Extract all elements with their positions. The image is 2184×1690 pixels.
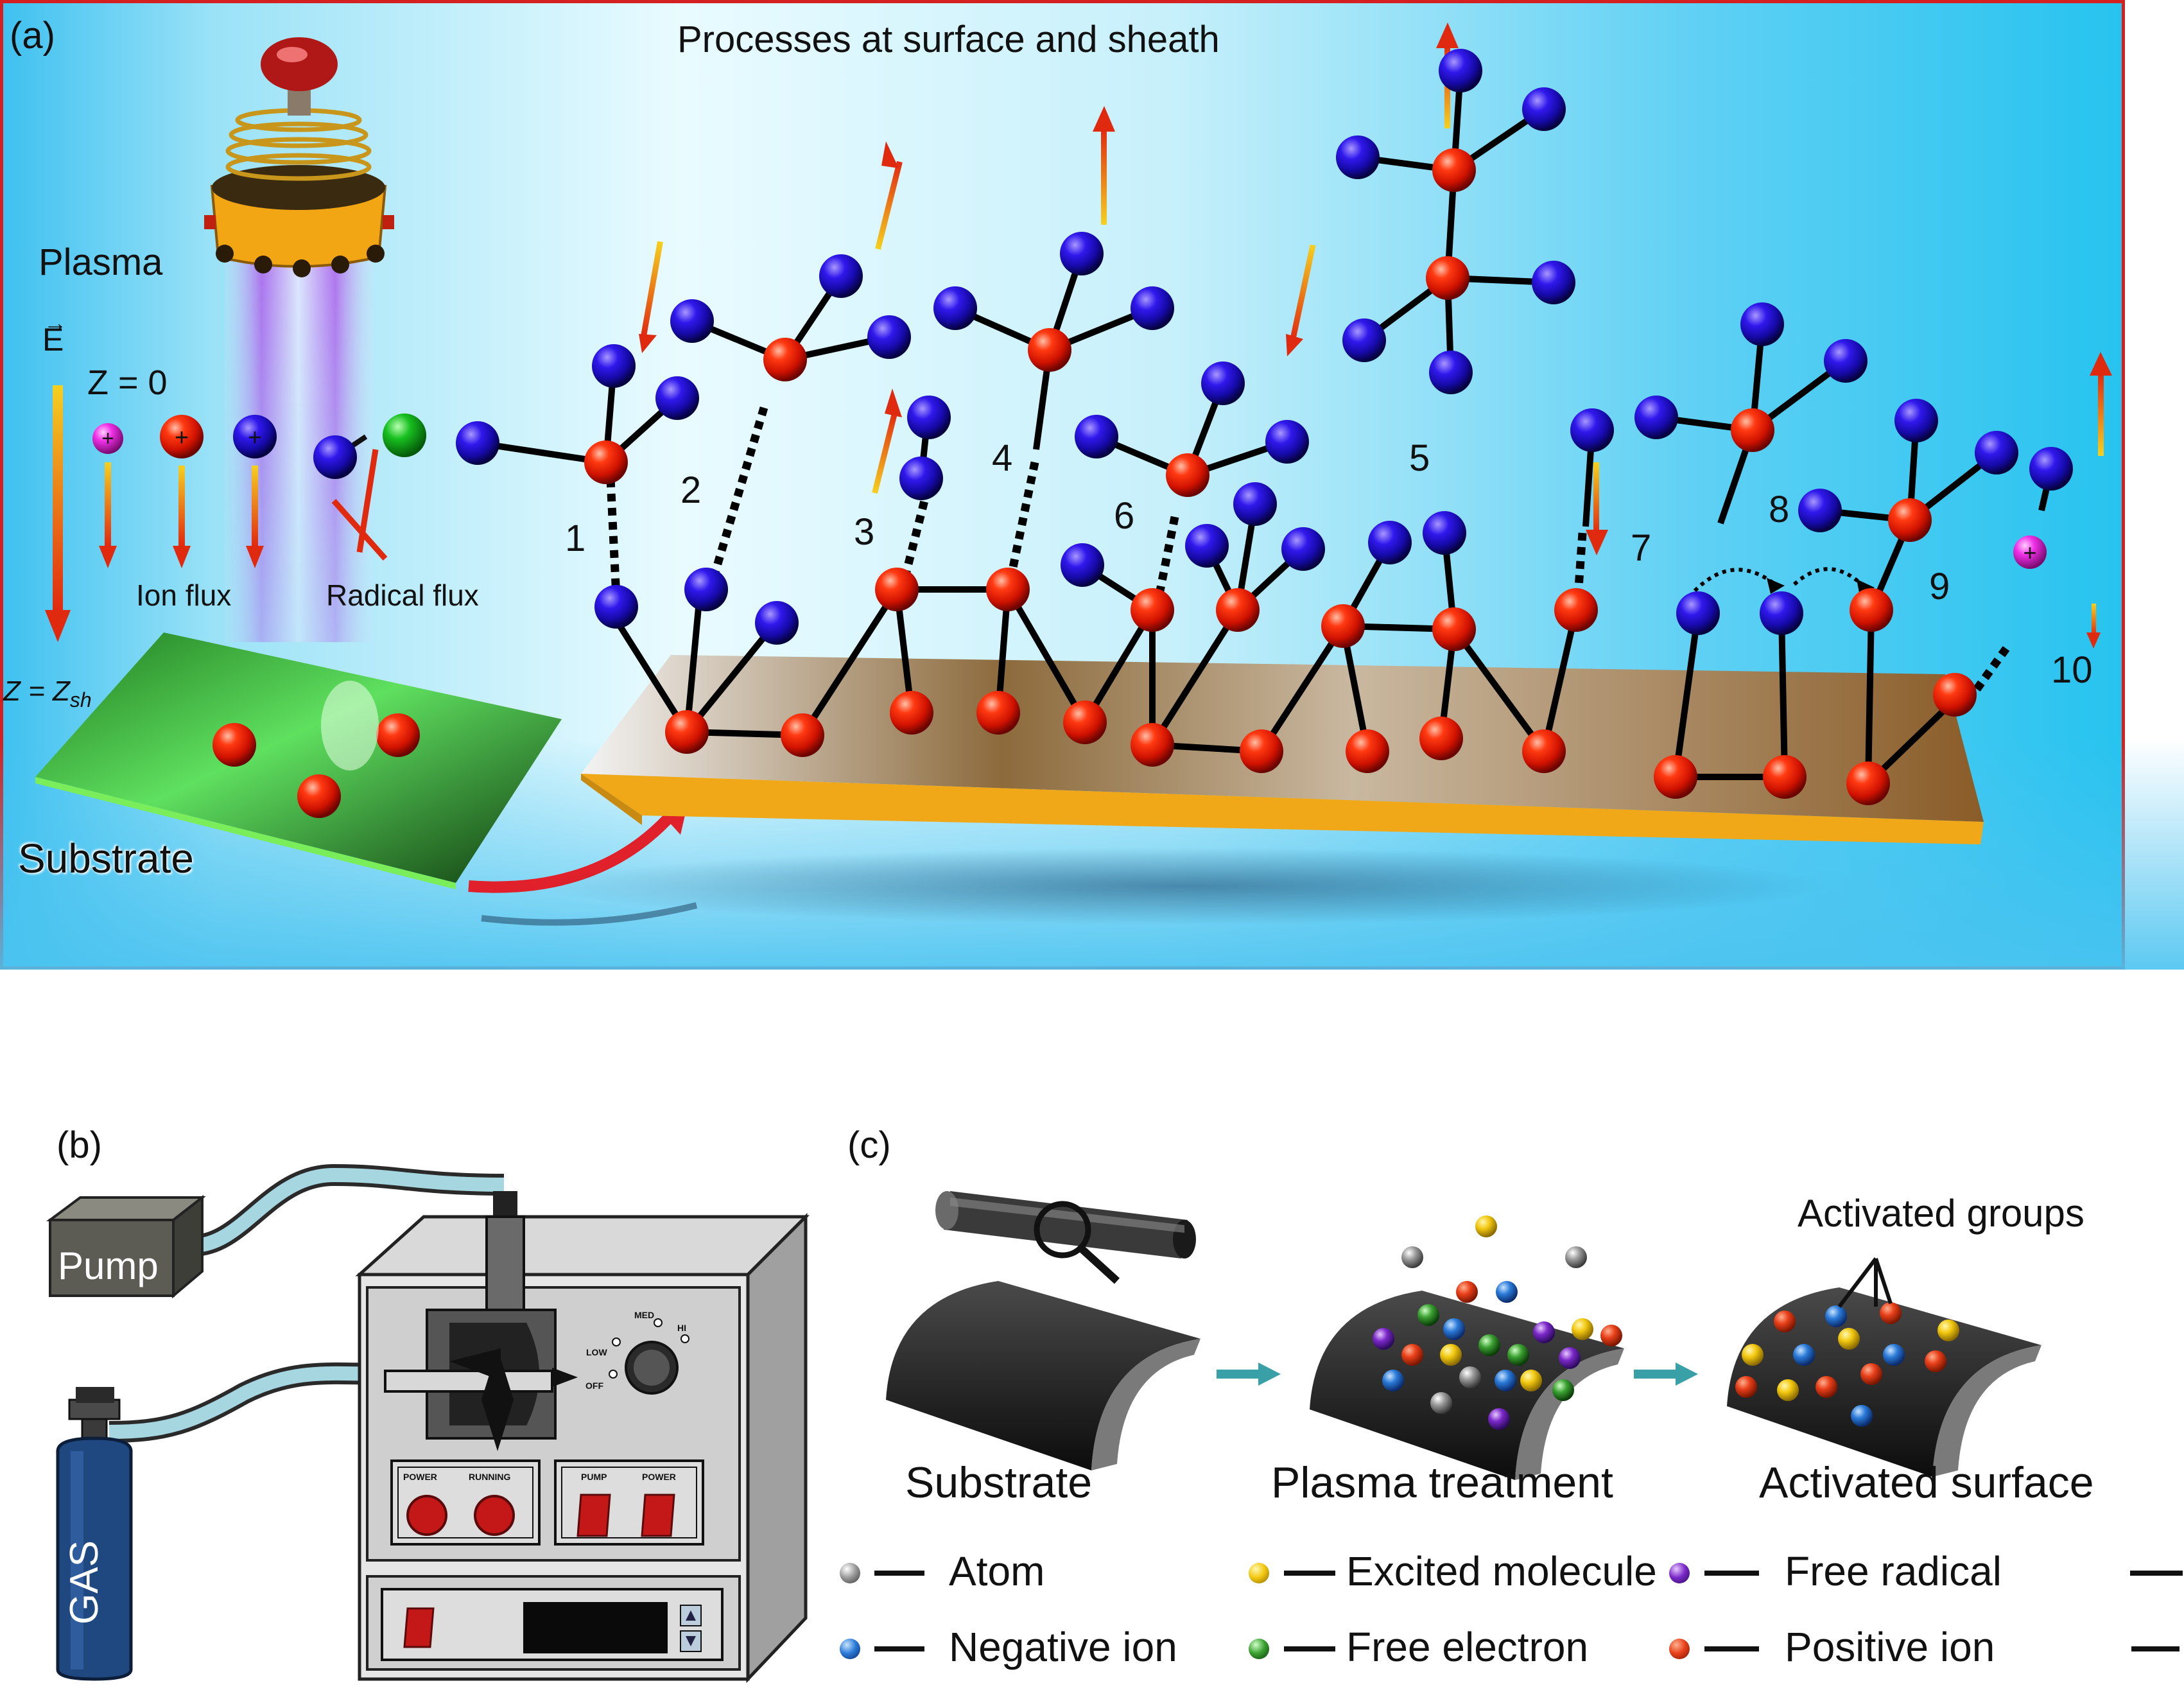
process-number-1: 1 <box>565 518 586 559</box>
process-number-8: 8 <box>1769 489 1790 530</box>
panel-b: (b) <box>0 1053 835 1689</box>
panel-a-label: (a) <box>10 15 55 57</box>
legend-label-free-electron: Free electron <box>1346 1624 1589 1670</box>
process-number-7: 7 <box>1631 527 1652 569</box>
knob-label-med: MED <box>634 1310 655 1320</box>
panel-c-label: (c) <box>847 1124 891 1166</box>
plasma-chamber-device <box>355 1191 810 1684</box>
panel-c: (c) <box>835 1053 2183 1689</box>
plasma-label: Plasma <box>39 241 163 283</box>
step-arrow-1-icon <box>1217 1363 1281 1386</box>
z0-label: Z = 0 <box>87 363 168 402</box>
atom-icon <box>840 1563 860 1583</box>
ion-flux-particles: + + + <box>92 415 277 568</box>
radical-flux-label: Radical flux <box>326 579 479 612</box>
legend-label-atom: Atom <box>949 1548 1045 1594</box>
negative-ion-icon <box>840 1639 860 1659</box>
activated-groups-pointer-lines <box>1837 1257 1893 1308</box>
process-number-4: 4 <box>992 437 1013 479</box>
panel-a: + + + <box>0 0 2184 970</box>
zsh-label: Z = Zsh <box>3 675 92 711</box>
pump-box <box>46 1194 206 1299</box>
svg-text:+: + <box>248 424 262 451</box>
legend-connectors <box>874 1571 1759 1651</box>
panel-a-title: Processes at surface and sheath <box>677 19 1220 60</box>
positive-ion-icon <box>1669 1639 1690 1659</box>
step-label-activated-surface: Activated surface <box>1759 1458 2094 1507</box>
indicator-label-power: POWER <box>642 1472 676 1482</box>
blue-atoms <box>456 49 2073 645</box>
knob-label-hi: HI <box>677 1323 686 1333</box>
process-number-6: 6 <box>1114 495 1135 537</box>
field-label: → E <box>42 309 67 358</box>
indicator-label-pump: PUMP <box>581 1472 607 1482</box>
dashed-bonds <box>605 406 2010 693</box>
rod-substrate-icon <box>935 1191 1196 1259</box>
activated-groups-label: Activated groups <box>1798 1192 2084 1235</box>
process-number-10: 10 <box>2051 649 2093 691</box>
svg-text:+: + <box>2023 539 2036 566</box>
plasma-source-icon <box>204 37 394 642</box>
step-label-substrate: Substrate <box>905 1458 1093 1507</box>
substrate-label: Substrate <box>18 835 194 882</box>
vector-arrow-icon: → <box>44 309 67 336</box>
process-number-9: 9 <box>1929 566 1950 607</box>
activated-group-particles <box>1735 1302 1959 1427</box>
knob-label-low: LOW <box>586 1347 607 1357</box>
knob-label-off: OFF <box>585 1381 603 1391</box>
legend-label-positive-ion: Positive ion <box>1785 1624 1995 1670</box>
step-arrow-2-icon <box>1634 1363 1698 1386</box>
plasma-species-particles <box>1373 1215 1622 1430</box>
plasma-device-illustration <box>46 1163 810 1684</box>
svg-text:+: + <box>175 424 189 451</box>
desorption-arrows <box>639 22 2112 649</box>
gas-label: GAS <box>62 1540 107 1625</box>
process-number-2: 2 <box>680 469 702 511</box>
legend-label-negative-ion: Negative ion <box>949 1624 1177 1670</box>
excited-molecule-icon <box>1249 1563 1269 1583</box>
panel-b-label: (b) <box>56 1124 102 1166</box>
sheath-ion-icon: + <box>2013 536 2047 569</box>
switch-label-power: POWER <box>403 1472 437 1482</box>
free-electron-icon <box>1249 1639 1269 1659</box>
process-number-3: 3 <box>854 511 875 553</box>
switch-label-running: RUNNING <box>469 1472 511 1482</box>
gas-cylinder <box>56 1387 133 1681</box>
magnifier-icon <box>1034 1201 1120 1284</box>
panel-a-artwork: + + + <box>35 22 2112 926</box>
ion-flux-label: Ion flux <box>136 579 232 612</box>
red-atoms <box>584 148 1977 805</box>
legend-label-free-radical: Free radical <box>1785 1548 2002 1594</box>
substrate-slab <box>546 655 1984 925</box>
step-label-plasma-treatment: Plasma treatment <box>1271 1458 1613 1507</box>
radical-flux-particles <box>313 414 426 561</box>
substrate-shape-1 <box>886 1281 1200 1470</box>
svg-text:+: + <box>101 426 114 451</box>
process-number-5: 5 <box>1409 437 1430 479</box>
free-radical-icon <box>1669 1563 1690 1583</box>
pump-label: Pump <box>58 1244 159 1287</box>
surface-activation-illustration <box>886 1191 2183 1651</box>
legend-label-excited-molecule: Excited molecule <box>1346 1548 1657 1594</box>
electric-field-arrow-icon <box>45 385 71 642</box>
substrate-shape-3 <box>1727 1287 2041 1477</box>
green-substrate-icon <box>35 632 562 889</box>
